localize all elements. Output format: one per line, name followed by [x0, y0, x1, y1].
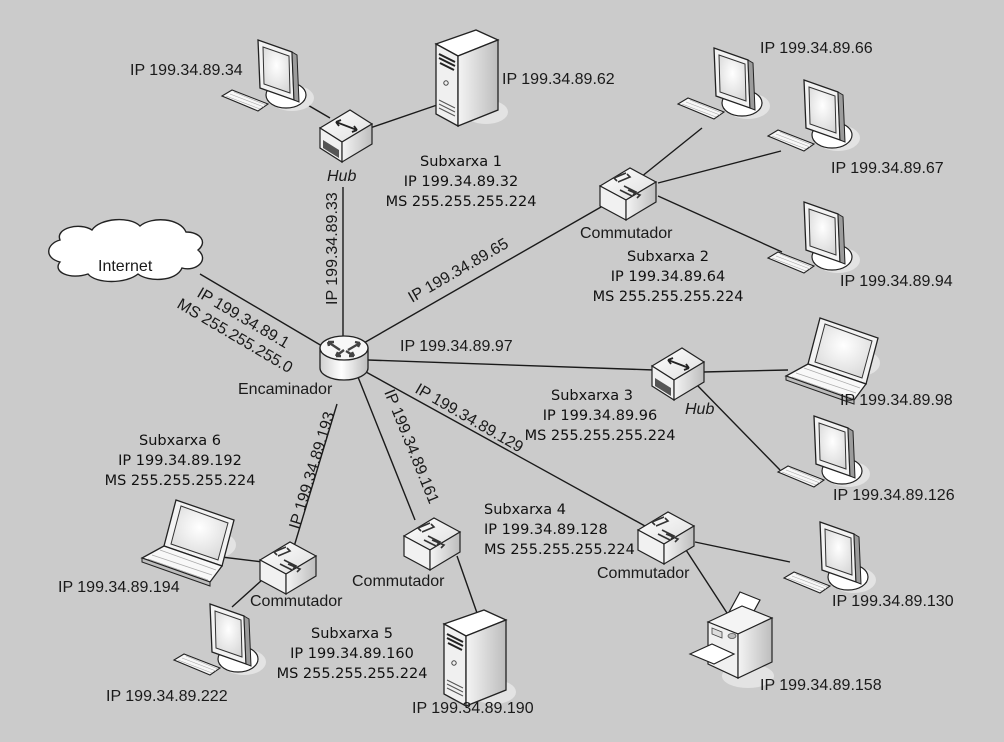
host-ip: IP 199.34.89.158	[760, 677, 882, 694]
switch-label: Commutador	[597, 565, 690, 582]
link-label-s1: IP 199.34.89.33	[324, 192, 341, 305]
link-router-switch5	[357, 376, 416, 521]
link-label-s6: IP 199.34.89.193	[287, 410, 339, 531]
router[interactable]: Encaminador	[238, 335, 369, 398]
subnet-5: Commutador IP 199.34.89.190 Subxarxa 5 I…	[277, 517, 534, 717]
internet-cloud: Internet	[48, 219, 204, 283]
laptop-icon[interactable]	[141, 499, 237, 587]
desktop-icon[interactable]	[767, 79, 861, 152]
link-hub1-server62	[369, 103, 441, 129]
host-ip: IP 199.34.89.98	[840, 392, 953, 409]
link-switch4-printer158	[685, 549, 728, 614]
host-ip: IP 199.34.89.126	[833, 487, 955, 504]
subnet-mask: MS 255.255.255.224	[105, 473, 256, 489]
subnet-mask: MS 255.255.255.224	[386, 194, 537, 210]
subnet-4: Commutador IP 199.34.89.130 IP 199.34.89…	[484, 502, 954, 694]
host-ip: IP 199.34.89.62	[502, 71, 615, 88]
host-ip: IP 199.34.89.66	[760, 40, 873, 57]
printer-icon[interactable]	[689, 591, 775, 689]
subnet-name: Subxarxa 2	[627, 249, 709, 265]
desktop-icon[interactable]	[777, 415, 871, 488]
link-switch5-server190	[456, 555, 478, 614]
link-label-s4: IP 199.34.89.129	[412, 381, 526, 457]
subnet-1: Hub IP 199.34.89.34 IP 199.34.89.62 Subx…	[130, 29, 615, 210]
desktop-icon[interactable]	[767, 201, 861, 274]
switch-label: Commutador	[250, 593, 343, 610]
switch-label: Commutador	[580, 225, 673, 242]
host-ip: IP 199.34.89.222	[106, 688, 228, 705]
router-label: Encaminador	[238, 381, 333, 398]
cloud-icon	[48, 219, 204, 283]
link-hub3-laptop98	[702, 369, 789, 373]
subnet-mask: MS 255.255.255.224	[484, 542, 635, 558]
desktop-icon[interactable]	[677, 47, 771, 120]
subnet-3: Hub IP 199.34.89.98 IP 199.34.89.126 Sub…	[525, 317, 955, 504]
desktop-icon[interactable]	[783, 521, 877, 594]
link-label-s3: IP 199.34.89.97	[400, 338, 513, 355]
subnet-ip: IP 199.34.89.64	[611, 269, 726, 285]
link-router-switch2	[361, 202, 609, 345]
host-ip: IP 199.34.89.34	[130, 62, 243, 79]
switch-label: Commutador	[352, 573, 445, 590]
subnet-name: Subxarxa 6	[139, 433, 221, 449]
link-router-switch4	[365, 371, 646, 527]
link-label-s2: IP 199.34.89.65	[406, 235, 512, 306]
link-internet-router	[199, 273, 323, 347]
subnet-ip: IP 199.34.89.32	[404, 174, 519, 190]
subnet-2: Commutador IP 199.34.89.66 IP 199.34.89.…	[580, 40, 953, 305]
subnet-ip: IP 199.34.89.128	[484, 522, 608, 538]
link-switch6-desktop222	[231, 579, 263, 608]
subnet-ip: IP 199.34.89.192	[118, 453, 242, 469]
subnet-name: Subxarxa 1	[420, 154, 502, 170]
switch-icon[interactable]	[259, 541, 317, 595]
link-switch4-desktop130	[694, 541, 791, 563]
desktop-icon[interactable]	[173, 603, 267, 676]
subnet-name: Subxarxa 3	[551, 388, 633, 404]
link-hub1-desktop34	[305, 103, 331, 119]
host-ip: IP 199.34.89.130	[832, 593, 954, 610]
host-ip: IP 199.34.89.94	[840, 273, 953, 290]
switch-icon[interactable]	[599, 167, 657, 221]
router-icon	[319, 335, 369, 381]
link-router-hub3	[367, 359, 655, 371]
subnet-name: Subxarxa 4	[484, 502, 566, 518]
subnet-mask: MS 255.255.255.224	[525, 428, 676, 444]
switch-icon[interactable]	[403, 517, 461, 571]
subnet-name: Subxarxa 5	[311, 626, 393, 642]
host-ip: IP 199.34.89.190	[412, 700, 534, 717]
link-switch2-desktop66	[640, 127, 703, 178]
link-switch2-desktop94	[657, 195, 783, 253]
host-ip: IP 199.34.89.67	[831, 160, 944, 177]
hub-icon[interactable]	[651, 347, 705, 401]
server-icon[interactable]	[435, 29, 509, 127]
hub-label: Hub	[327, 168, 356, 185]
host-ip: IP 199.34.89.194	[58, 579, 180, 596]
link-switch2-desktop67	[657, 150, 782, 184]
links	[199, 103, 791, 614]
subnet-mask: MS 255.255.255.224	[593, 289, 744, 305]
link-router-switch6	[292, 403, 338, 551]
switch-icon[interactable]	[637, 511, 695, 565]
subnet-mask: MS 255.255.255.224	[277, 666, 428, 682]
subnet-6: Commutador IP 199.34.89.194 IP 199.34.89…	[58, 433, 343, 705]
subnet-ip: IP 199.34.89.96	[543, 408, 658, 424]
link-hub3-desktop126	[695, 383, 781, 471]
hub-label: Hub	[685, 401, 714, 418]
internet-label: Internet	[98, 258, 153, 275]
subnet-ip: IP 199.34.89.160	[290, 646, 414, 662]
server-icon[interactable]	[443, 609, 517, 707]
hub-icon[interactable]	[319, 109, 373, 163]
